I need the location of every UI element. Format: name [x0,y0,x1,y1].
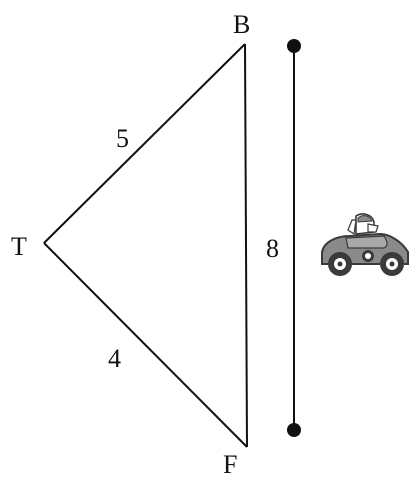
side-tf-length-label: 4 [108,344,121,373]
vertex-f-label: F [223,450,238,479]
side-tb-line [43,43,246,244]
side-bf-length-label: 8 [266,234,279,263]
track-end-point [287,423,301,437]
vertex-b-label: B [233,10,251,39]
side-bf-line [244,43,248,448]
side-tb-length-label: 5 [116,124,129,153]
track-start-point [287,39,301,53]
race-car-icon [321,213,409,276]
vertex-t-label: T [11,232,27,261]
side-tf-line [43,242,248,448]
